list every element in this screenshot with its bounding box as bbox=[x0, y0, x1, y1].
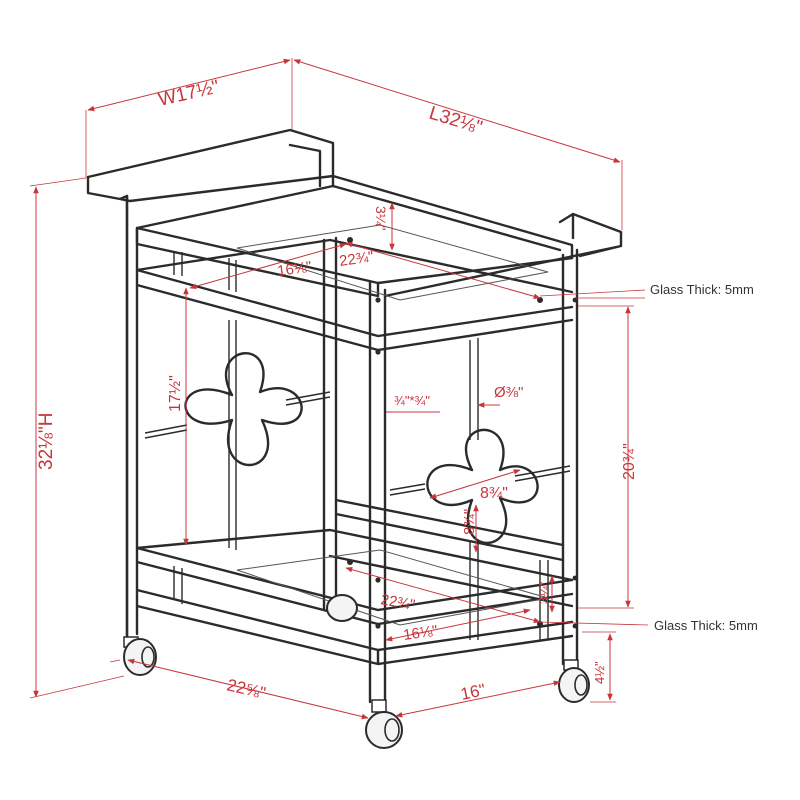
glass-bottom-note: Glass Thick: 5mm bbox=[654, 618, 758, 633]
width-label: W17½" bbox=[156, 77, 221, 111]
clover-width-dimension-line bbox=[429, 469, 521, 499]
base-width-dimension-line bbox=[395, 680, 561, 718]
dimension-lines bbox=[29, 58, 649, 720]
length-dimension-line bbox=[293, 59, 621, 163]
wheel-back-left bbox=[326, 594, 358, 622]
height-label: 32⅛"H bbox=[36, 413, 57, 470]
wheel-back-right bbox=[558, 659, 590, 703]
leg-front-middle bbox=[368, 280, 387, 704]
top-width-dimension-line bbox=[189, 243, 347, 289]
top-length-label: 22¾" bbox=[338, 248, 375, 270]
wheel-clearance-label: 4½" bbox=[592, 661, 607, 684]
clover-height-label: 8¾" bbox=[461, 509, 478, 535]
clover-left bbox=[184, 352, 303, 466]
leg-back-left bbox=[322, 236, 338, 612]
length-label: L32⅛" bbox=[427, 103, 485, 139]
wheel-front-middle bbox=[365, 699, 403, 749]
bolts bbox=[347, 237, 578, 629]
rail-height-label: 3¼" bbox=[373, 206, 389, 230]
top-handle-right bbox=[383, 212, 623, 298]
top-length-dimension-line bbox=[345, 242, 541, 299]
rod-diameter-label: Ø⅜" bbox=[494, 384, 524, 401]
bottom-glass bbox=[236, 549, 549, 626]
wheel-front-left bbox=[123, 636, 157, 676]
width-dimension-line bbox=[87, 58, 291, 112]
glass-top-note: Glass Thick: 5mm bbox=[650, 282, 754, 297]
top-handle-left bbox=[86, 128, 335, 642]
base-width-label: 16" bbox=[459, 680, 487, 704]
leg-front-left bbox=[125, 194, 139, 642]
bottom-width-label: 16⅛" bbox=[402, 622, 439, 644]
bottom-width-dimension-line bbox=[385, 608, 531, 642]
top-rim-far bbox=[128, 174, 574, 260]
center-stretcher bbox=[334, 498, 565, 562]
bottom-rail-label: 3¼" bbox=[536, 581, 551, 604]
clover-width-label: 8¾" bbox=[480, 485, 508, 502]
tube-section-label: ¾"*¾" bbox=[394, 393, 430, 408]
side-panel-label: 17½" bbox=[167, 375, 184, 412]
base-length-dimension-line bbox=[127, 658, 369, 720]
bottom-shelf-rail bbox=[135, 528, 574, 666]
dimension-labels: W17½" L32⅛" 32⅛"H 17½" 3¼" 22¾" 16⅛" ¾"*… bbox=[36, 77, 758, 704]
leg-back-right bbox=[561, 248, 579, 666]
shelf-gap-label: 20¾" bbox=[621, 443, 638, 480]
top-width-label: 16⅛" bbox=[276, 258, 313, 280]
bottom-length-label: 22¾" bbox=[379, 591, 416, 614]
base-length-label: 22⅝" bbox=[225, 675, 267, 702]
panel-crossbars bbox=[144, 391, 571, 496]
